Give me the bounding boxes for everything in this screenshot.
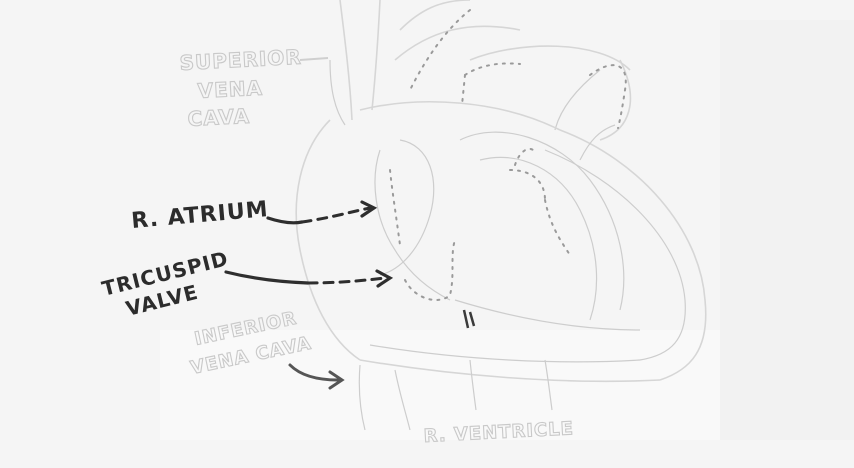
tricuspid-arrowhead [375,269,394,288]
tricuspid-arrow-dashed [306,276,387,285]
ivc-arrowhead [328,370,345,390]
label-superior-vena-cava: SUPERIOR VENA CAVA [178,44,302,131]
board-patch-right [720,20,854,440]
ivc-arrow [288,363,340,382]
septum-mark [462,309,476,329]
svc-line-1: SUPERIOR [179,45,302,75]
svc-line-3: CAVA [187,104,251,131]
board-patch [160,330,720,440]
svc-arrow [299,57,329,61]
r-atrium-arrow-solid [266,216,304,225]
label-r-atrium: R. ATRIUM [130,197,269,234]
tricuspid-arrow-solid [224,270,310,285]
r-atrium-arrowhead [360,200,378,218]
svc-line-2: VENA [197,76,264,103]
blood-flow-dotted-paths [389,9,627,301]
heart-outline [295,0,707,431]
label-tricuspid-valve: TRICUSPID VALVE [99,246,230,321]
r-atrium-arrow-dashed [300,206,372,224]
